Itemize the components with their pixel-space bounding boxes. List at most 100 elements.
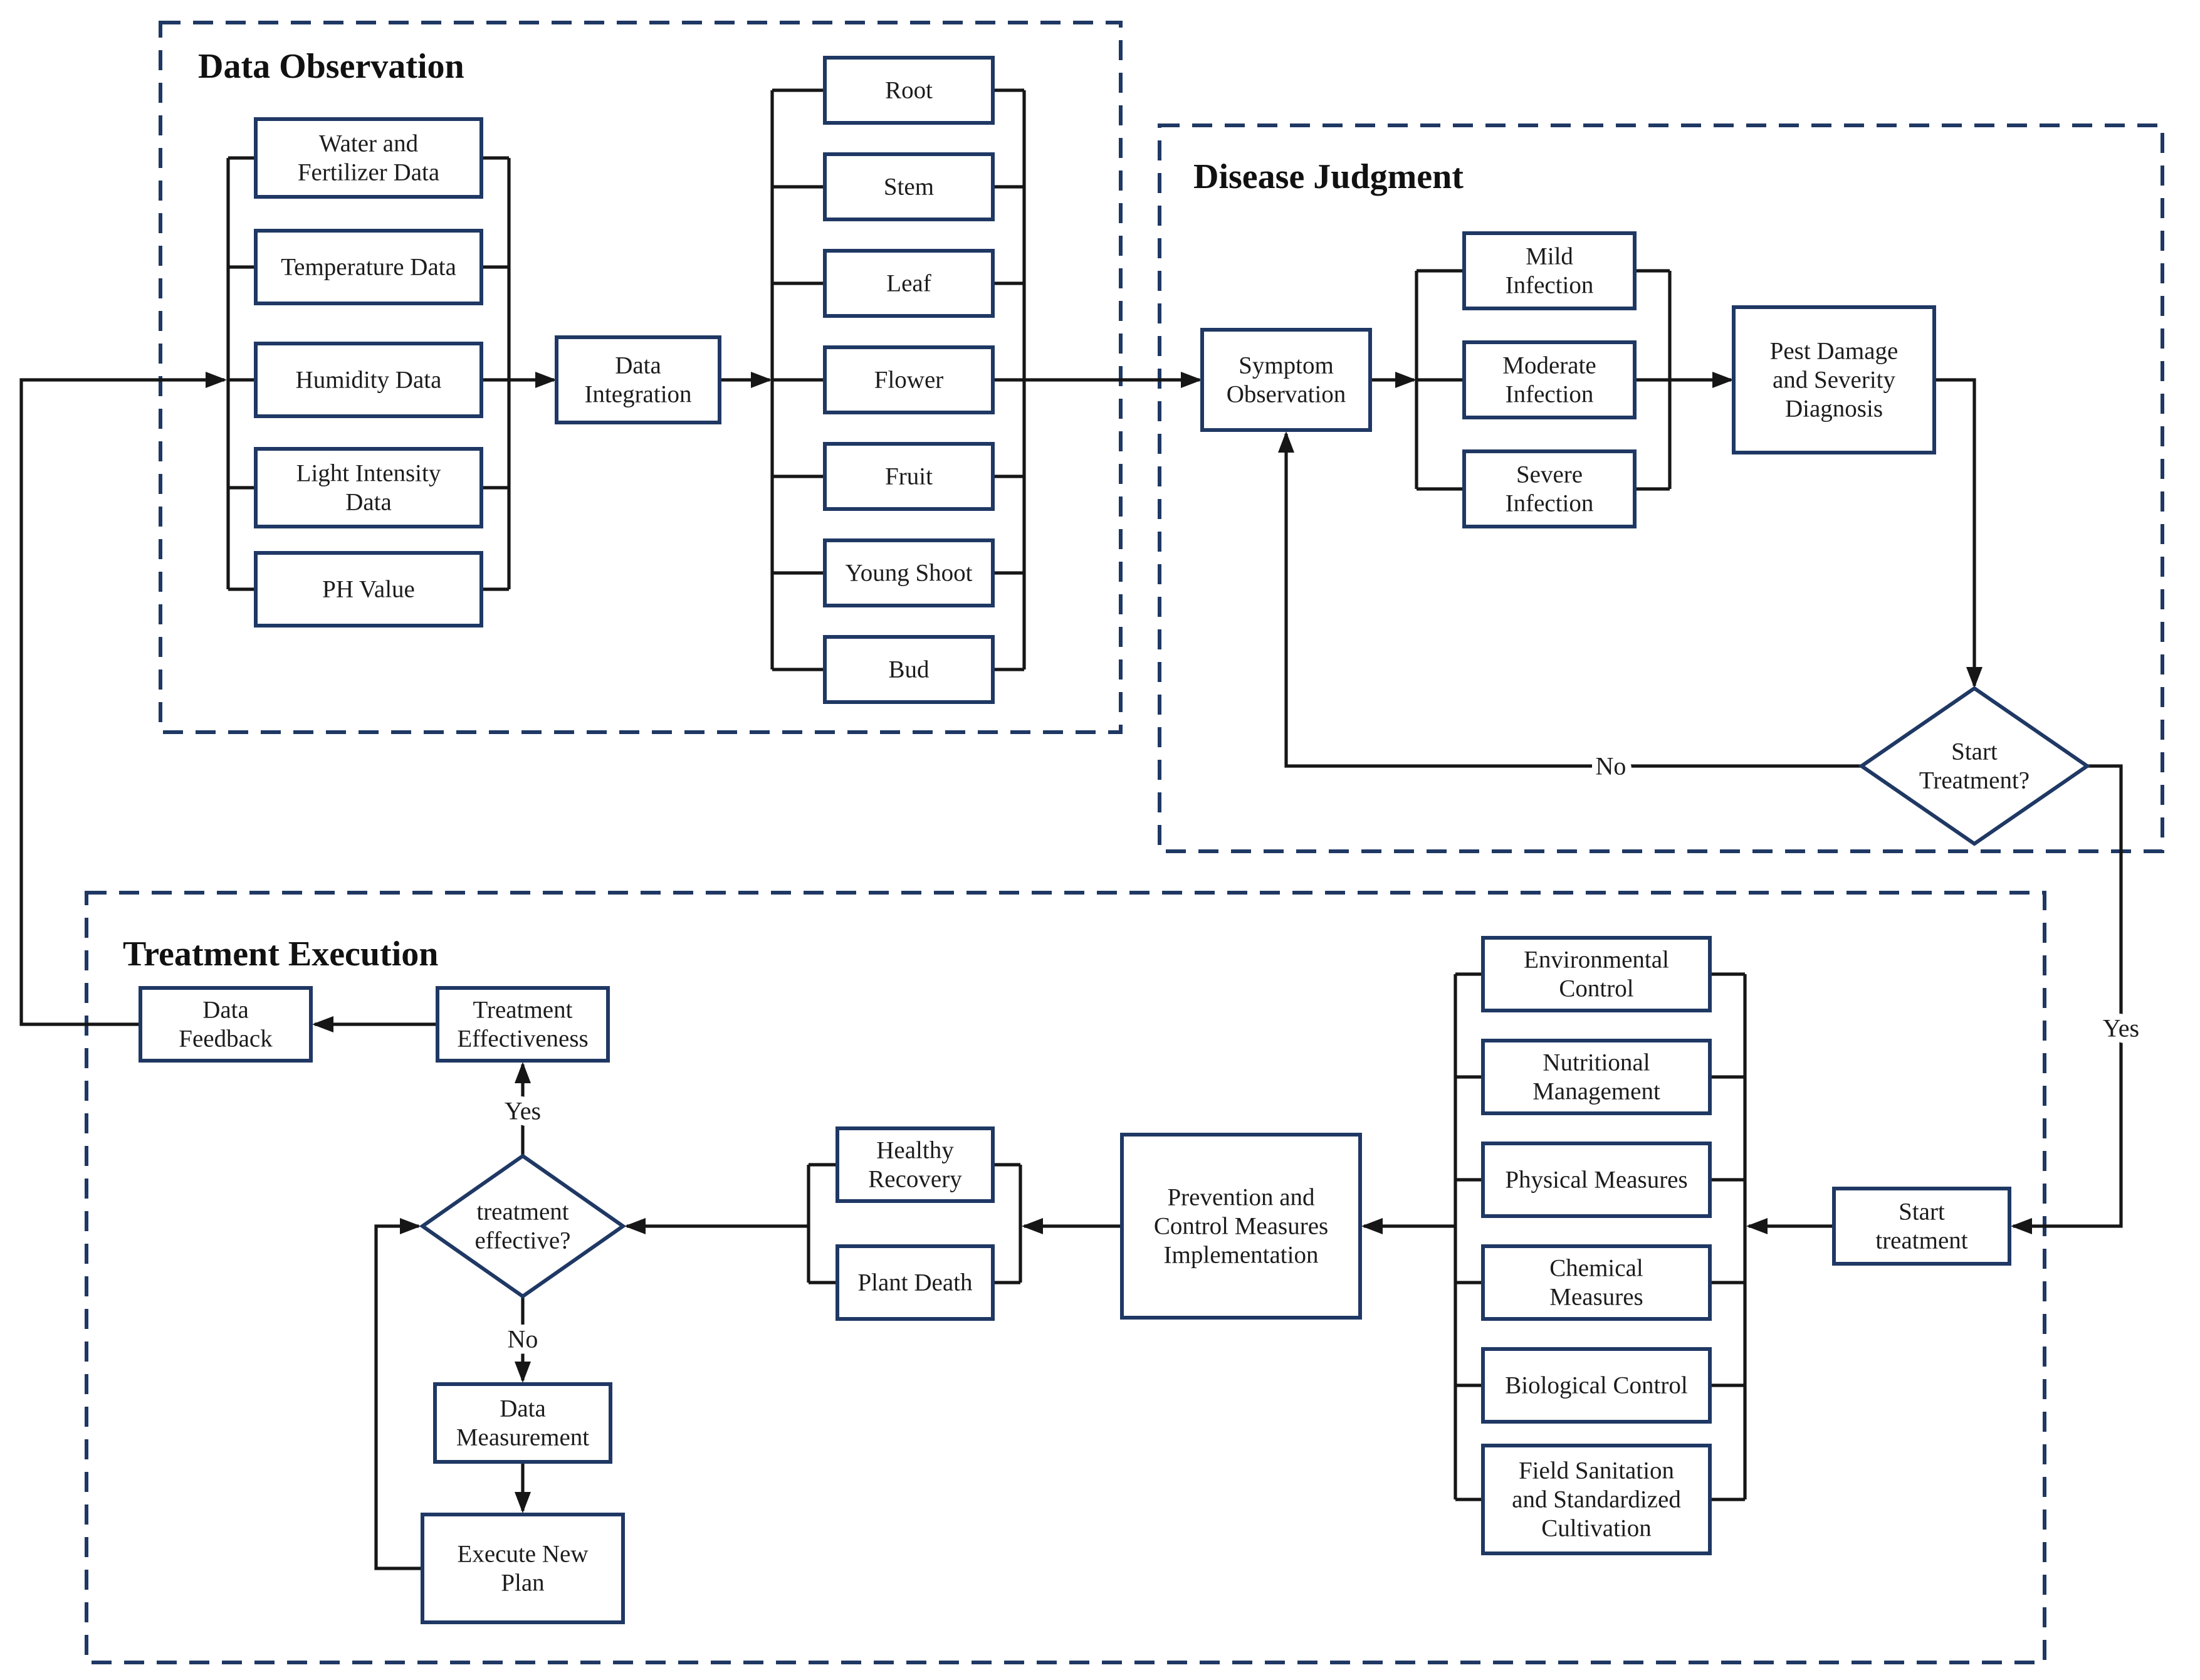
node-label-nutritional-management-line-2: Management xyxy=(1532,1078,1660,1105)
section-title-data-observation: Data Observation xyxy=(198,47,464,86)
node-data-measurement xyxy=(433,1382,612,1464)
node-label-field-sanitation-line-1: Field Sanitation xyxy=(1519,1457,1674,1484)
node-label-humidity-data-line-1: Humidity Data xyxy=(296,367,442,394)
node-label-treatment-effective-decision-line-2: effective? xyxy=(475,1227,571,1254)
node-label-symptom-observation-line-2: Observation xyxy=(1227,381,1346,408)
node-label-start-treatment-decision-line-1: Start xyxy=(1951,738,1998,765)
node-label-treatment-effectiveness-line-2: Effectiveness xyxy=(457,1026,588,1053)
node-stem xyxy=(823,152,995,221)
node-label-bud-line-1: Bud xyxy=(888,656,930,683)
node-label-nutritional-management-line-1: Nutritional xyxy=(1543,1049,1650,1076)
edge-label-decision-yes-path: Yes xyxy=(2103,1014,2139,1042)
node-label-healthy-recovery-line-2: Recovery xyxy=(868,1166,962,1193)
node-label-chemical-measures-line-2: Measures xyxy=(1549,1284,1643,1311)
node-physical-measures xyxy=(1481,1142,1712,1218)
edge-label-decision2-no: No xyxy=(508,1325,538,1353)
node-label-light-intensity-data-line-2: Data xyxy=(345,489,392,516)
node-label-ph-value-line-1: PH Value xyxy=(322,576,415,603)
edge-label-decision2-yes: Yes xyxy=(505,1097,541,1125)
node-label-young-shoot-line-1: Young Shoot xyxy=(845,560,972,587)
node-label-start-treatment-decision-line-2: Treatment? xyxy=(1919,767,2030,794)
node-field-sanitation xyxy=(1481,1444,1712,1555)
edge-pest-to-decision xyxy=(1934,378,1983,688)
node-prevention-control-implementation xyxy=(1120,1133,1362,1320)
section-title-treatment-execution: Treatment Execution xyxy=(123,935,438,974)
edge-plan-loop-to-decision xyxy=(374,1218,422,1570)
node-young-shoot xyxy=(823,538,995,607)
node-treatment-effective-decision xyxy=(419,1153,627,1299)
node-fruit xyxy=(823,442,995,511)
edge-decision-yes-path xyxy=(2011,764,2123,1234)
node-data-feedback xyxy=(139,986,313,1063)
node-label-symptom-observation-line-1: Symptom xyxy=(1239,352,1334,379)
node-label-execute-new-plan-line-2: Plan xyxy=(501,1570,544,1597)
node-ph-value xyxy=(254,551,483,627)
node-label-treatment-effectiveness-line-1: Treatment xyxy=(473,997,573,1024)
node-healthy-recovery xyxy=(835,1126,995,1203)
node-label-execute-new-plan-line-1: Execute New xyxy=(458,1541,589,1568)
section-title-disease-judgment: Disease Judgment xyxy=(1193,157,1464,196)
node-bud xyxy=(823,635,995,704)
edge-label-decision-no-loop: No xyxy=(1596,752,1626,780)
node-label-fruit-line-1: Fruit xyxy=(885,463,933,490)
node-label-environmental-control-line-2: Control xyxy=(1559,975,1633,1002)
node-chemical-measures xyxy=(1481,1244,1712,1321)
node-execute-new-plan xyxy=(421,1513,625,1624)
node-label-root-line-1: Root xyxy=(885,77,933,104)
node-label-mild-infection-line-2: Infection xyxy=(1506,272,1594,299)
node-biological-control xyxy=(1481,1347,1712,1424)
node-plant-death xyxy=(835,1244,995,1321)
node-label-environmental-control-line-1: Environmental xyxy=(1524,947,1669,974)
node-label-data-measurement-line-2: Measurement xyxy=(456,1424,589,1451)
node-label-flower-line-1: Flower xyxy=(874,367,944,394)
node-label-light-intensity-data-line-1: Light Intensity xyxy=(296,460,441,487)
node-data-integration xyxy=(555,335,721,424)
node-label-prevention-control-implementation-line-1: Prevention and xyxy=(1167,1184,1315,1211)
node-label-pest-damage-severity-diagnosis-line-3: Diagnosis xyxy=(1785,396,1883,423)
node-label-prevention-control-implementation-line-2: Control Measures xyxy=(1154,1213,1328,1240)
node-label-plant-death-line-1: Plant Death xyxy=(857,1269,972,1296)
node-mild-infection xyxy=(1462,231,1637,310)
node-label-severe-infection-line-1: Severe xyxy=(1516,461,1583,488)
node-treatment-effectiveness xyxy=(436,986,610,1063)
node-humidity-data xyxy=(254,342,483,418)
node-severe-infection xyxy=(1462,449,1637,528)
node-label-pest-damage-severity-diagnosis-line-2: and Severity xyxy=(1773,367,1896,394)
node-leaf xyxy=(823,249,995,318)
node-label-moderate-infection-line-1: Moderate xyxy=(1502,352,1596,379)
node-label-data-integration-line-1: Data xyxy=(615,352,661,379)
node-label-data-measurement-line-1: Data xyxy=(500,1395,546,1422)
node-label-pest-damage-severity-diagnosis-line-1: Pest Damage xyxy=(1770,338,1899,365)
node-nutritional-management xyxy=(1481,1039,1712,1115)
edge-decision-no-loop xyxy=(1278,431,1862,768)
node-pest-damage-severity-diagnosis xyxy=(1732,305,1936,454)
node-label-start-treatment-line-2: treatment xyxy=(1875,1227,1967,1254)
section-frame-data-observation xyxy=(159,21,1123,734)
node-symptom-observation xyxy=(1200,328,1372,432)
node-label-mild-infection-line-1: Mild xyxy=(1526,243,1573,270)
node-label-temperature-data-line-1: Temperature Data xyxy=(281,254,456,281)
node-label-physical-measures-line-1: Physical Measures xyxy=(1505,1167,1687,1194)
node-root xyxy=(823,56,995,125)
node-moderate-infection xyxy=(1462,340,1637,419)
node-label-field-sanitation-line-2: and Standardized xyxy=(1512,1486,1681,1513)
node-label-start-treatment-line-1: Start xyxy=(1899,1199,1945,1226)
node-start-treatment-decision xyxy=(1858,686,2091,846)
node-start-treatment xyxy=(1832,1187,2011,1266)
section-frame-disease-judgment xyxy=(1158,123,2164,853)
section-frame-treatment-execution xyxy=(85,891,2046,1664)
node-light-intensity-data xyxy=(254,447,483,528)
node-temperature-data xyxy=(254,229,483,305)
node-label-stem-line-1: Stem xyxy=(884,174,934,201)
node-environmental-control xyxy=(1481,936,1712,1012)
edges-layer xyxy=(19,88,2123,1570)
node-label-water-fertilizer-data-line-2: Fertilizer Data xyxy=(298,159,439,186)
node-label-field-sanitation-line-3: Cultivation xyxy=(1541,1515,1652,1542)
node-flower xyxy=(823,345,995,414)
node-label-severe-infection-line-2: Infection xyxy=(1506,490,1594,517)
node-label-data-integration-line-2: Integration xyxy=(584,381,691,408)
